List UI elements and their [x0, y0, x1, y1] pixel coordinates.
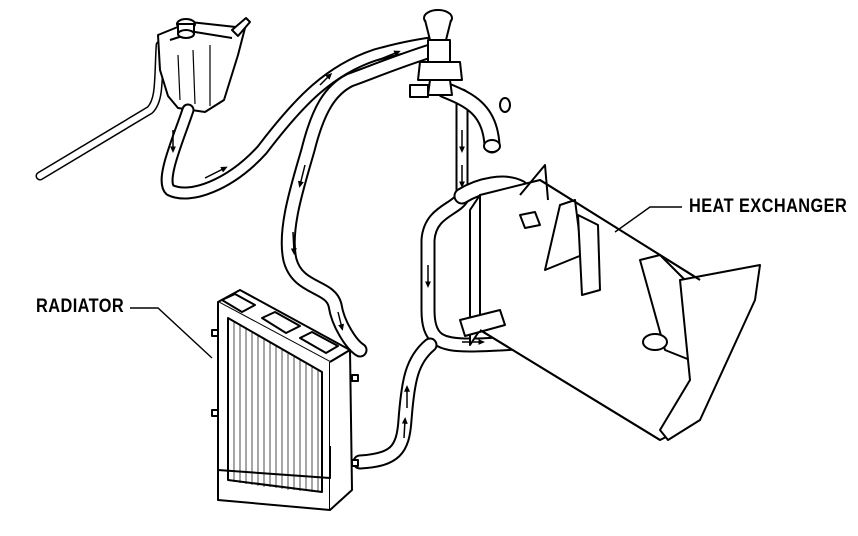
heat-exchanger-leader-line: [614, 206, 682, 233]
leader-lines: [130, 206, 682, 359]
expansion-tank: [157, 17, 251, 113]
radiator-core: [233, 322, 319, 492]
heat-exchanger: [459, 164, 761, 441]
overflow-hose: [35, 40, 165, 181]
radiator: [211, 289, 359, 511]
radiator-label: RADIATOR: [36, 296, 125, 317]
heat-exchanger-label: HEAT EXCHANGER: [689, 196, 848, 217]
thermostat-housing: [409, 9, 511, 153]
radiator-leader-line: [130, 307, 213, 359]
